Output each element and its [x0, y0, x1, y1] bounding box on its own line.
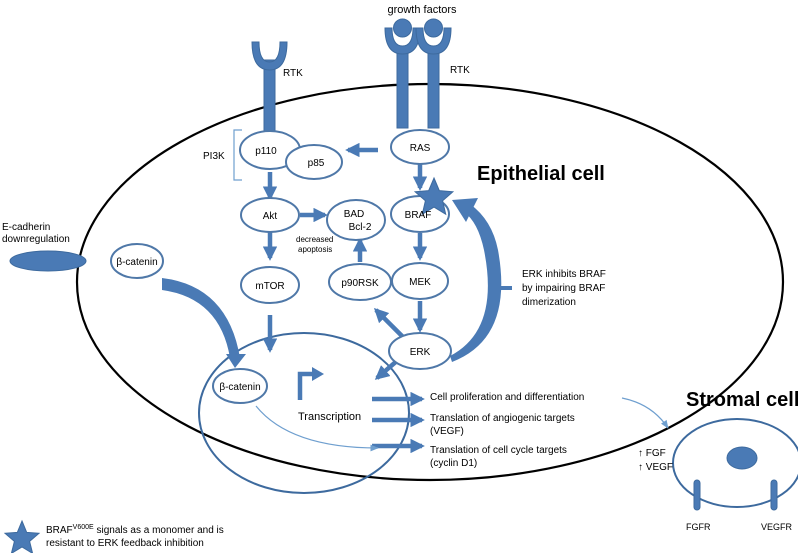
erk-inhibits-line1: ERK inhibits BRAF — [522, 269, 606, 280]
decreased-apoptosis-line1: decreased — [296, 235, 333, 244]
fgfr-receptor — [693, 479, 701, 511]
node-p90rsk — [328, 263, 392, 301]
e-cadherin-label-line2: downregulation — [2, 234, 70, 245]
node-beta-catenin-cytoplasm — [110, 243, 164, 279]
rtk-left-receptor — [251, 41, 288, 141]
node-bcl2-label: Bcl-2 — [349, 222, 372, 233]
fgfr-label: FGFR — [686, 522, 711, 532]
arrow-erk-to-p90rsk — [373, 307, 405, 339]
legend-text-line1: BRAFV600E signals as a monomer and is — [46, 524, 224, 536]
pi3k-bracket — [233, 129, 242, 181]
e-cadherin — [9, 250, 87, 272]
star-icon — [3, 519, 41, 553]
stromal-cell-title: Stromal cell — [686, 389, 798, 411]
thin-arrow-to-stromal-cell — [621, 397, 669, 429]
node-braf-label: BRAF — [405, 210, 432, 221]
outcome-angiogenic-line1: Translation of angiogenic targets — [430, 413, 575, 424]
node-mtor-label: mTOR — [255, 281, 284, 292]
transcription-label: Transcription — [298, 411, 361, 423]
outcome-cell-proliferation: Cell proliferation and differentiation — [430, 392, 584, 403]
vegfr-label: VEGFR — [761, 522, 793, 532]
outcome-angiogenic-line2: (VEGF) — [430, 426, 464, 437]
rtk-left-label: RTK — [283, 68, 303, 79]
pi3k-label: PI3K — [203, 151, 225, 162]
vegfr-receptor — [770, 479, 778, 511]
node-bad-label: BAD — [344, 209, 365, 220]
nucleus — [198, 332, 410, 494]
transcription-arrow — [297, 367, 324, 400]
fgf-label: ↑ FGF — [638, 448, 666, 459]
pathway-arrows — [262, 142, 428, 454]
node-p85-label: p85 — [308, 158, 325, 169]
node-mek — [391, 262, 449, 300]
node-mtor — [240, 266, 300, 304]
epithelial-cell-title: Epithelial cell — [477, 163, 605, 185]
node-erk-label: ERK — [410, 347, 431, 358]
node-akt — [240, 197, 300, 233]
arrow-erk-to-nucleus — [374, 358, 400, 380]
node-p85 — [285, 144, 343, 180]
growth-factors-label: growth factors — [387, 4, 457, 16]
outcome-cell-cycle-line1: Translation of cell cycle targets — [430, 445, 567, 456]
outcome-cell-cycle-line2: (cyclin D1) — [430, 458, 477, 469]
legend-text-line2: resistant to ERK feedback inhibition — [46, 538, 204, 549]
node-erk — [388, 332, 452, 370]
curved-arrow-erk-to-braf — [450, 198, 502, 362]
node-ras — [390, 129, 450, 165]
vegf-label: ↑ VEGF — [638, 462, 673, 473]
node-beta-catenin-nucleus-label: β-catenin — [219, 382, 260, 393]
node-bad-bcl2 — [326, 199, 386, 241]
stromal-nucleus — [726, 446, 758, 470]
node-mek-label: MEK — [409, 277, 431, 288]
node-p90rsk-label: p90RSK — [341, 278, 379, 289]
thin-arrow-beta-catenin-to-translation — [255, 405, 379, 452]
rtk-right-label: RTK — [450, 65, 470, 76]
stromal-cell — [672, 418, 798, 511]
e-cadherin-label-line1: E-cadherin — [2, 222, 50, 233]
decreased-apoptosis-line2: apoptosis — [298, 245, 332, 254]
node-beta-catenin-cytoplasm-label: β-catenin — [116, 257, 157, 268]
braf-v600e-star-icon — [413, 176, 455, 216]
node-ras-label: RAS — [410, 143, 431, 154]
erk-inhibits-line2: by impairing BRAF — [522, 283, 605, 294]
erk-inhibits-line3: dimerization — [522, 297, 576, 308]
curved-arrow-beta-catenin-to-nucleus — [162, 278, 246, 368]
growth-factor-receptors — [384, 18, 452, 129]
node-beta-catenin-nucleus — [212, 368, 268, 404]
node-p110-label: p110 — [255, 146, 277, 157]
node-akt-label: Akt — [263, 211, 278, 222]
